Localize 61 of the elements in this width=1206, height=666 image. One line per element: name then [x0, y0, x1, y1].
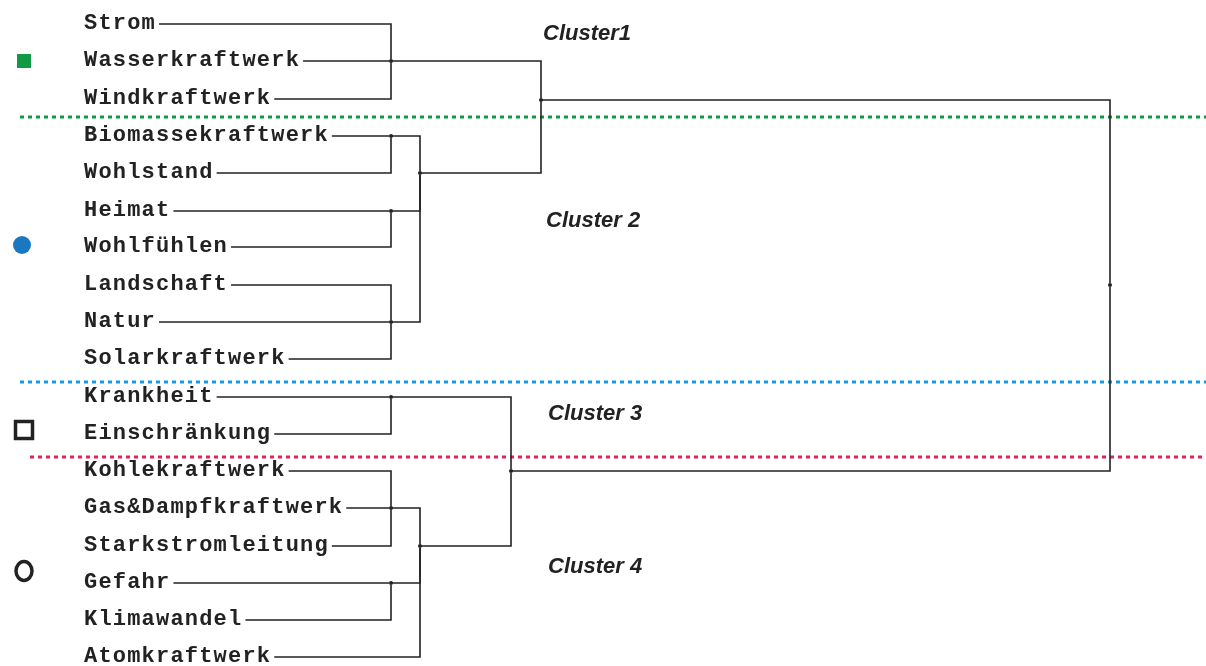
dendrogram-line — [158, 23, 392, 60]
junction-dot — [389, 134, 393, 138]
leaf-label: Biomassekraftwerk — [84, 123, 329, 149]
dendrogram-line — [390, 174, 421, 323]
leaf-label: Klimawandel — [84, 607, 243, 633]
leaf-label: Wohlstand — [84, 160, 214, 186]
junction-dot — [389, 581, 393, 585]
dendrogram-line — [302, 60, 390, 62]
cluster-label: Cluster 3 — [548, 400, 643, 426]
dendrogram-line — [390, 135, 421, 172]
junction-dot — [389, 395, 393, 399]
cluster-label: Cluster1 — [543, 20, 632, 46]
leaf-label: Solarkraftwerk — [84, 346, 286, 372]
leaf-label: Starkstromleitung — [84, 533, 329, 559]
junction-dot — [539, 98, 543, 102]
dendrogram-line — [172, 582, 390, 584]
dendrogram-line — [230, 284, 392, 321]
dendrogram-line — [215, 396, 390, 398]
leaf-label: Strom — [84, 11, 156, 37]
dendrogram-line — [540, 99, 1111, 284]
dendrogram-line — [158, 321, 390, 323]
leaf-label: Gas&Dampfkraftwerk — [84, 495, 344, 521]
leaf-label: Atomkraftwerk — [84, 644, 272, 666]
leaf-label: Kohlekraftwerk — [84, 458, 286, 484]
dendrogram-line — [510, 286, 1111, 472]
dendrogram-line — [215, 137, 392, 174]
dendrogram-line — [345, 507, 390, 509]
junction-dot — [1108, 283, 1112, 287]
dendrogram-line — [419, 101, 542, 174]
junction-dot — [509, 469, 513, 473]
leaf-label: Landschaft — [84, 272, 229, 298]
dendrogram-line — [331, 509, 392, 547]
leaf-label: Krankheit — [84, 384, 214, 410]
junction-dot — [418, 544, 422, 548]
dendrogram-line — [230, 212, 392, 248]
dendrogram-line — [390, 396, 512, 470]
junction-dot — [389, 506, 393, 510]
leaf-label: Windkraftwerk — [84, 86, 272, 112]
dendrogram-line — [244, 584, 392, 621]
junction-dot — [389, 59, 393, 63]
dendrogram-line — [287, 323, 392, 360]
dendrogram-line — [390, 507, 421, 545]
junction-dot — [389, 209, 393, 213]
leaf-label: Natur — [84, 309, 156, 335]
dendrogram-line — [419, 472, 512, 547]
dendrogram-line — [287, 470, 392, 507]
cluster-label: Cluster 4 — [548, 553, 643, 579]
dendrogram-line — [390, 60, 542, 99]
dendrogram-line — [331, 135, 390, 137]
dendrogram-line — [273, 398, 392, 435]
leaf-label: Heimat — [84, 198, 171, 224]
leaf-label: Gefahr — [84, 570, 171, 596]
cluster-label: Cluster 2 — [546, 207, 641, 233]
dendrogram-line — [273, 62, 392, 100]
leaf-label: Einschränkung — [84, 421, 272, 447]
junction-dot — [418, 171, 422, 175]
junction-dot — [389, 320, 393, 324]
leaf-label: Wohlfühlen — [84, 234, 229, 260]
dendrogram-line — [273, 547, 421, 658]
dendrogram-line — [172, 210, 390, 212]
leaf-label: Wasserkraftwerk — [84, 48, 301, 74]
